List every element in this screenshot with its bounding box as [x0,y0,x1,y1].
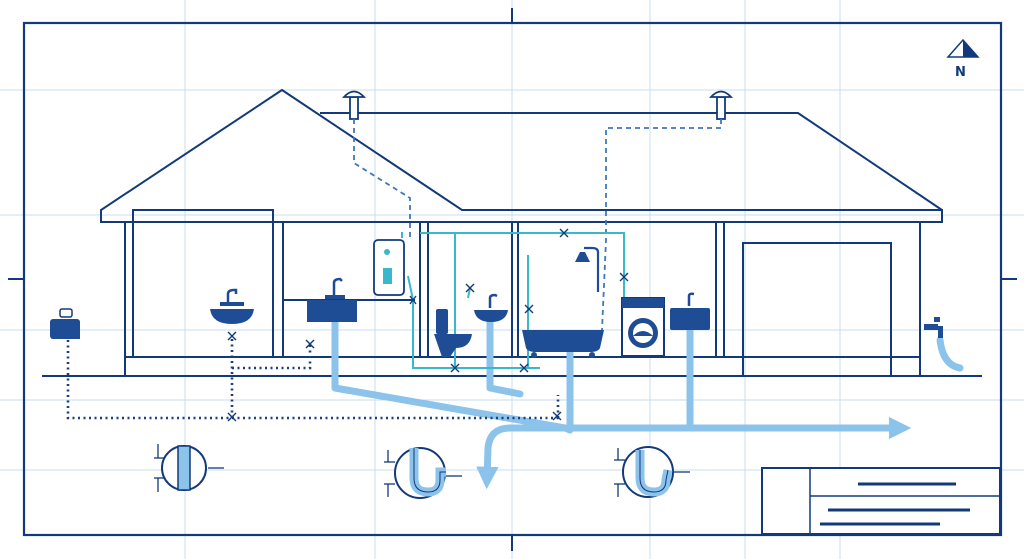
laundry-tub-icon [670,292,710,330]
drain-lines [331,318,964,490]
title-block [761,467,1001,535]
water-heater-icon [373,239,405,296]
utility-sink-icon [210,288,254,324]
roof-vent-right-icon [708,90,734,120]
left-garage-door [132,209,274,358]
valve-icons [227,228,629,422]
washing-machine-icon [621,297,665,357]
registration-marks [8,8,1017,551]
north-label: N [955,65,966,80]
house-outline [42,88,982,377]
roof-left-gable [100,88,943,223]
vent-lines [353,119,722,331]
toilet-icon [434,309,472,357]
roof-main-ridge [320,112,943,211]
roof-vent-left-icon [341,90,367,120]
main-meter-tap-icon [50,308,80,339]
hose-bib-icon [924,317,943,338]
shower-head-icon [575,246,600,292]
pipe-section-detail-icon [154,444,224,492]
compass-fill-icon [963,40,978,57]
north-arrow: N [946,38,980,80]
main-supply-line [66,335,560,420]
right-garage-door [742,242,892,377]
s-trap-section-detail-icon [614,446,690,498]
bathtub-icon [522,330,604,358]
kitchen-sink-icon [307,277,357,322]
p-trap-section-detail-icon [384,447,462,499]
bathroom-sink-icon [474,293,508,322]
